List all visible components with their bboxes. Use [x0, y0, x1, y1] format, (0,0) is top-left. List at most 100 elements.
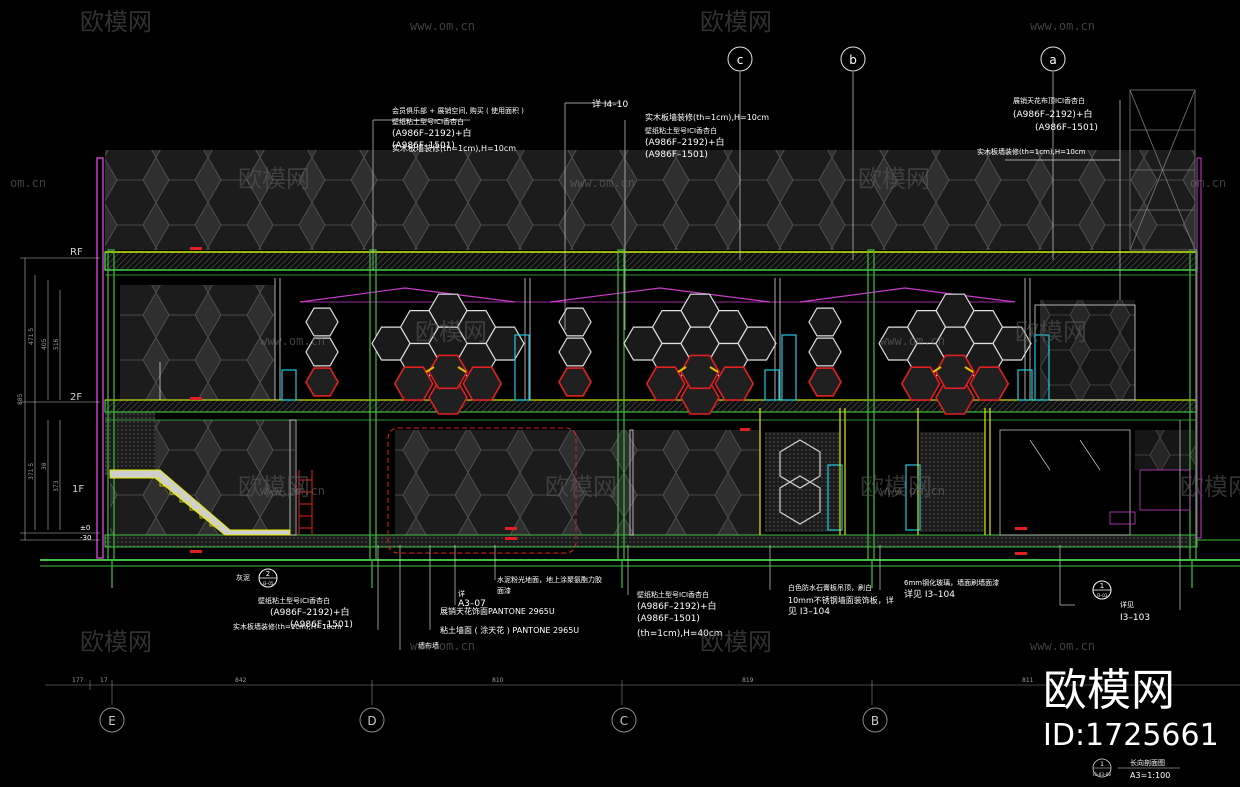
- watermark-url: www.om.cn: [1030, 639, 1095, 653]
- corner-brand-name: 欧模网: [1043, 665, 1175, 716]
- watermark-brand: 欧模网: [860, 473, 932, 501]
- grid-bubble-a: a: [1049, 53, 1056, 67]
- top-grid-bubbles: c b a: [727, 46, 1066, 72]
- grid-bubble-b: b: [849, 53, 857, 67]
- watermark-brand: 欧模网: [700, 8, 772, 36]
- svg-text:展销天花饰面PANTONE 2965U: 展销天花饰面PANTONE 2965U: [440, 606, 555, 616]
- structural-columns: [107, 249, 1197, 588]
- left-level-lines: [20, 257, 100, 541]
- svg-text:壁纸粘土型号ICI香杏白: 壁纸粘土型号ICI香杏白: [637, 590, 709, 599]
- level-first: 1F: [72, 484, 84, 495]
- svg-text:405: 405: [41, 338, 48, 350]
- watermark-url: www.om.cn: [260, 334, 325, 348]
- first-floor-yellow-frames: [759, 408, 991, 535]
- ground-slab: [40, 534, 1240, 567]
- bottom-dimension-texts: 177 17 842 810 819 811: [72, 677, 1034, 684]
- svg-text:371 5: 371 5: [28, 463, 35, 480]
- svg-text:壁纸粘土型号ICI香杏白: 壁纸粘土型号ICI香杏白: [645, 126, 717, 135]
- svg-text:885: 885: [17, 393, 24, 405]
- section-marker-right: 1 I3–03: [1092, 580, 1112, 600]
- watermark-brand: 欧模网: [80, 8, 152, 36]
- second-floor-slab: [104, 399, 1198, 421]
- svg-text:壁纸粘土型号ICI香杏白: 壁纸粘土型号ICI香杏白: [392, 117, 464, 126]
- hex-cell: [808, 367, 842, 397]
- svg-text:6mm钢化玻璃，墙面刷墙面漆: 6mm钢化玻璃，墙面刷墙面漆: [904, 578, 999, 587]
- watermark-url: www.om.cn: [260, 484, 325, 498]
- level-roof: RF: [70, 247, 83, 258]
- svg-text:38: 38: [41, 462, 48, 470]
- watermark-brand: 欧模网: [1015, 318, 1087, 346]
- svg-text:516: 516: [53, 338, 60, 350]
- level-ground-elev: -30: [80, 534, 91, 542]
- title-block: 1 I3–03–03 长向剖面图 A3=1:100: [1092, 758, 1180, 780]
- svg-text:面漆: 面漆: [497, 586, 511, 595]
- yellow-arrow: [964, 366, 974, 373]
- watermark-brand: 欧模网: [858, 165, 930, 193]
- svg-text:471 5: 471 5: [28, 328, 35, 345]
- watermark-url: om.cn: [1190, 176, 1226, 190]
- top-annotations: 会员俱乐部 + 展销空间, 购买 ( 使用面积 ) 壁纸粘土型号ICI香杏白 (…: [392, 96, 1098, 160]
- svg-text:10mm不锈钢墙面装饰板，详: 10mm不锈钢墙面装饰板，详: [788, 595, 894, 605]
- hex-cell: [808, 307, 842, 337]
- yellow-arrow: [709, 366, 719, 373]
- svg-text:2: 2: [266, 570, 270, 578]
- roof-slab: [104, 251, 1198, 276]
- watermark-brand: 欧模网: [700, 628, 772, 656]
- hex-cell: [558, 367, 592, 397]
- left-facade-edge: [96, 157, 1202, 559]
- watermark-url: om.cn: [10, 176, 46, 190]
- svg-text:会员俱乐部 + 展销空间, 购买 ( 使用面积 ): 会员俱乐部 + 展销空间, 购买 ( 使用面积 ): [392, 106, 524, 115]
- svg-text:(A986F–2192)+白: (A986F–2192)+白: [270, 606, 349, 618]
- watermark-brand: 欧模网: [1180, 473, 1240, 501]
- leader-lines: [372, 100, 1181, 650]
- hex-cell: [969, 366, 1010, 401]
- watermarks: 欧模网欧模网欧模网欧模网欧模网欧模网欧模网欧模网欧模网欧模网欧模网欧模网www.…: [10, 8, 1240, 656]
- level-second: 2F: [70, 392, 82, 403]
- hex-cell: [808, 337, 842, 367]
- bottom-dimension-line: [45, 680, 1240, 705]
- detail-callout-outline: [387, 427, 577, 554]
- svg-text:810: 810: [492, 677, 504, 684]
- yellow-arrow: [457, 366, 467, 373]
- svg-text:(A986F–2192)+白: (A986F–2192)+白: [1013, 108, 1092, 120]
- svg-text:(A986F–2192)+白: (A986F–2192)+白: [645, 136, 724, 148]
- svg-text:见 I3–104: 见 I3–104: [788, 606, 830, 617]
- hex-cell: [645, 366, 686, 401]
- cyan-cabinets: [281, 334, 1050, 531]
- hex-cell: [305, 337, 339, 367]
- corner-brand-id: ID:1725661: [1043, 718, 1219, 753]
- svg-text:详: 详: [458, 589, 465, 598]
- svg-text:A3=1:100: A3=1:100: [1130, 771, 1170, 780]
- svg-text:(A986F–1501): (A986F–1501): [1035, 123, 1098, 133]
- yellow-arrow: [677, 366, 687, 373]
- watermark-brand: 欧模网: [80, 628, 152, 656]
- left-dimension-texts: 471 5 405 516 885 371 5 38 373: [17, 328, 60, 492]
- svg-text:白色防水石膏板吊顶，刷白: 白色防水石膏板吊顶，刷白: [788, 583, 872, 592]
- svg-text:A3–07: A3–07: [458, 599, 486, 609]
- svg-text:详 I4–10: 详 I4–10: [592, 98, 628, 110]
- grid-bubble-D: D: [367, 714, 376, 728]
- svg-text:(A986F–1501): (A986F–1501): [392, 141, 455, 151]
- svg-text:1: 1: [1100, 761, 1104, 768]
- svg-text:粘土墙面 ( 涂天花 ) PANTONE 2965U: 粘土墙面 ( 涂天花 ) PANTONE 2965U: [440, 625, 579, 635]
- svg-text:实木板墙装修(th=1cm),H=10cm: 实木板墙装修(th=1cm),H=10cm: [233, 622, 342, 631]
- svg-text:I3–03: I3–03: [1097, 593, 1108, 598]
- hex-cell: [680, 354, 720, 390]
- stair: [109, 469, 291, 536]
- watermark-url: www.om.cn: [880, 484, 945, 498]
- watermark-brand: 欧模网: [415, 318, 487, 346]
- right-scaffold: [1129, 89, 1196, 251]
- svg-text:水泥粉光地面，地上涂聚氨酯力胶: 水泥粉光地面，地上涂聚氨酯力胶: [497, 575, 602, 584]
- svg-text:373: 373: [53, 480, 60, 492]
- svg-text:展销天花布顶ICI香杏白: 展销天花布顶ICI香杏白: [1013, 96, 1085, 105]
- red-ladder: [298, 470, 313, 535]
- svg-text:17: 17: [100, 677, 108, 684]
- grid-bubble-E: E: [108, 714, 116, 728]
- grid-bubble-C: C: [620, 714, 628, 728]
- hex-cell: [714, 366, 755, 401]
- red-tags: [190, 247, 1027, 555]
- roof-trusses: [299, 287, 1016, 303]
- svg-text:(A986F–1501): (A986F–1501): [637, 614, 700, 624]
- svg-text:(A986F–2192)+白: (A986F–2192)+白: [392, 127, 471, 139]
